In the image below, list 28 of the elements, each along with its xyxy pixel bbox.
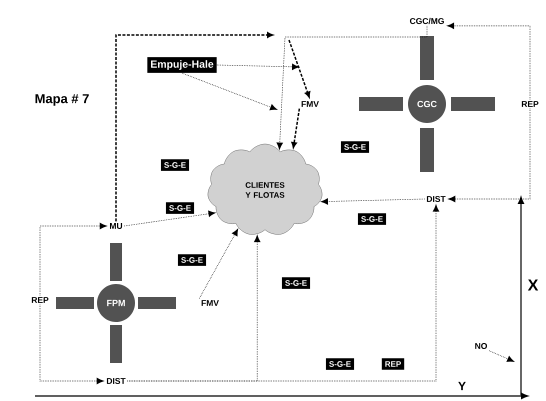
arrow	[291, 108, 300, 148]
node-label: DIST	[106, 378, 126, 384]
node-label: FMV	[202, 300, 219, 306]
node-label: FMV	[302, 101, 319, 107]
arrow	[40, 304, 104, 384]
leader-line	[488, 350, 514, 362]
node-label: MU	[110, 223, 122, 229]
arrow	[288, 40, 310, 98]
axis-label: Y	[458, 382, 466, 390]
arrow	[199, 228, 238, 299]
arrow	[216, 64, 300, 70]
node-label: DIST	[426, 196, 446, 202]
arrow	[115, 32, 274, 222]
arrow	[320, 198, 426, 205]
arrow	[40, 222, 107, 296]
arrow	[448, 108, 530, 202]
node-label: REP	[522, 101, 538, 107]
arrow	[127, 204, 440, 382]
node-label: REP	[32, 297, 48, 303]
title: Mapa # 7	[36, 94, 89, 106]
node-label: CGC/MG	[410, 18, 444, 24]
node-label: NO	[475, 343, 487, 349]
arrow	[182, 72, 278, 110]
arrow	[124, 210, 216, 226]
arrow	[447, 22, 530, 100]
label-box: Empuje-Hale	[147, 57, 217, 73]
axis-label: X	[528, 280, 538, 290]
arrow	[276, 26, 428, 150]
